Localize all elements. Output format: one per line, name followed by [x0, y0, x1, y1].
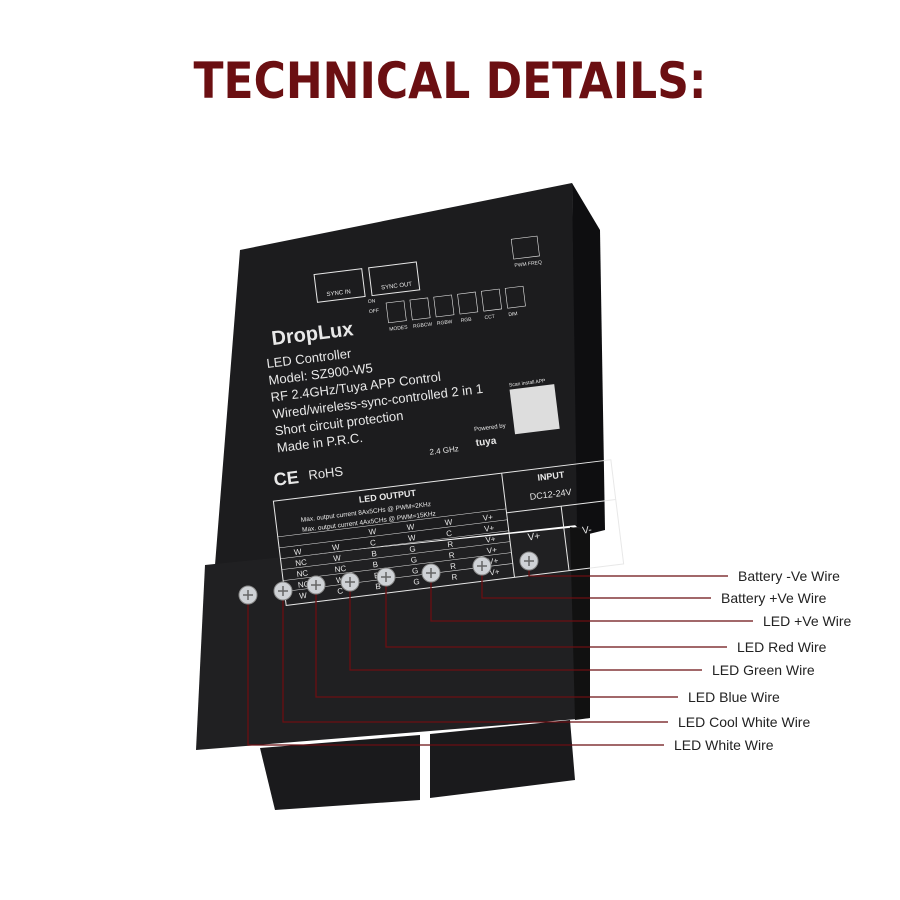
table-cell: W — [368, 527, 377, 537]
dip-switch[interactable] — [510, 235, 540, 260]
screw-cross-icon — [477, 561, 487, 571]
sync-port-label: SYNC OUT — [381, 282, 413, 292]
certification-mark: Powered by — [474, 423, 506, 433]
device-top-body — [215, 183, 577, 565]
table-cell: G — [412, 566, 419, 576]
callout-label: LED Green Wire — [712, 662, 815, 678]
table-cell: C — [337, 586, 344, 596]
callout-label: Battery +Ve Wire — [721, 590, 827, 606]
mounting-foot-left — [260, 735, 420, 810]
dip-switch-label: DIM — [508, 311, 518, 318]
certification-mark: 2.4 GHz — [429, 444, 459, 457]
callout-label: LED Red Wire — [737, 639, 827, 655]
callout-line — [315, 585, 678, 698]
table-cell: W — [331, 542, 340, 552]
table-cell: V+ — [488, 556, 499, 566]
input-terminal: V- — [582, 525, 593, 537]
table-cell: G — [410, 555, 417, 565]
table-cell: C — [446, 529, 453, 539]
table-cell: G — [413, 577, 420, 587]
table-cell: R — [450, 561, 457, 571]
table-cell: NC — [297, 579, 310, 589]
callout-line — [349, 582, 702, 671]
table-cell: NC — [295, 558, 308, 568]
terminal-block — [196, 527, 590, 750]
table-cell: V+ — [489, 567, 500, 577]
callout-line — [430, 573, 753, 622]
screw-cross-icon — [243, 590, 253, 600]
table-cell: W — [293, 547, 302, 557]
table-cell: B — [375, 582, 381, 592]
sync-port[interactable] — [368, 261, 421, 297]
certification-mark: tuya — [475, 436, 497, 449]
certification-mark: CE — [273, 467, 300, 490]
callout-label: LED Cool White Wire — [678, 714, 811, 730]
sync-port-label: SYNC IN — [326, 289, 351, 298]
dip-switch[interactable] — [481, 288, 502, 312]
screw-cross-icon — [311, 580, 321, 590]
dip-switch-label: ON — [367, 298, 376, 305]
dip-switch-label: RGB — [460, 317, 472, 324]
page-title: TECHNICAL DETAILS: — [193, 52, 707, 110]
table-cell: W — [408, 533, 417, 543]
qr-code — [509, 384, 560, 435]
dip-switch[interactable] — [385, 300, 407, 324]
table-cell: G — [409, 544, 416, 554]
input-header: INPUT — [537, 470, 566, 483]
table-cell: R — [447, 540, 454, 550]
sync-port[interactable] — [313, 268, 366, 303]
dip-switch-label: CCT — [484, 314, 495, 321]
callout-line — [481, 566, 711, 599]
table-cell: R — [448, 551, 455, 561]
dip-switch[interactable] — [409, 297, 431, 321]
dip-switch-label: OFF — [369, 308, 380, 315]
table-cell: NC — [296, 568, 309, 578]
table-cell: C — [370, 538, 377, 548]
callout-line — [282, 591, 668, 723]
input-terminal: V+ — [527, 531, 541, 543]
dip-switch[interactable] — [457, 291, 479, 315]
terminal-block-shade — [570, 527, 590, 720]
table-cell: R — [451, 572, 458, 582]
dip-switch[interactable] — [504, 285, 526, 309]
dip-switch-label: RGBW — [437, 319, 453, 327]
table-cell: W — [333, 553, 342, 563]
dip-switch-label: MODES — [389, 324, 409, 332]
device-side — [572, 183, 605, 535]
table-cell: B — [371, 549, 377, 559]
table-cell: V+ — [485, 534, 496, 544]
table-cell: W — [299, 591, 308, 601]
table-cell: W — [444, 518, 453, 528]
callout-label: LED Blue Wire — [688, 689, 780, 705]
table-cell: W — [335, 575, 344, 585]
screw-cross-icon — [426, 568, 436, 578]
mounting-foot-right — [430, 720, 575, 798]
callout-label: LED +Ve Wire — [763, 613, 852, 629]
table-cell: W — [406, 522, 415, 532]
table-cell: V+ — [482, 513, 493, 523]
certification-mark: RoHS — [308, 464, 345, 483]
callout-label: Battery -Ve Wire — [738, 568, 840, 584]
dip-switch[interactable] — [433, 294, 455, 318]
output-table — [272, 459, 625, 606]
screw-cross-icon — [345, 577, 355, 587]
dip-switch-label: RGBCW — [413, 322, 433, 330]
callout-label: LED White Wire — [674, 737, 774, 753]
dip-switch-label: PWM FREQ — [514, 260, 542, 269]
table-cell: B — [372, 560, 378, 570]
callout-line — [385, 577, 727, 648]
screw-cross-icon — [278, 586, 288, 596]
table-cell: NC — [334, 564, 347, 574]
table-cell: V+ — [486, 545, 497, 555]
screw-cross-icon — [381, 572, 391, 582]
certification-mark: Scan install APP — [509, 378, 547, 389]
table-cell: V+ — [484, 523, 495, 533]
callout-line — [247, 595, 664, 746]
screw-cross-icon — [524, 556, 534, 566]
